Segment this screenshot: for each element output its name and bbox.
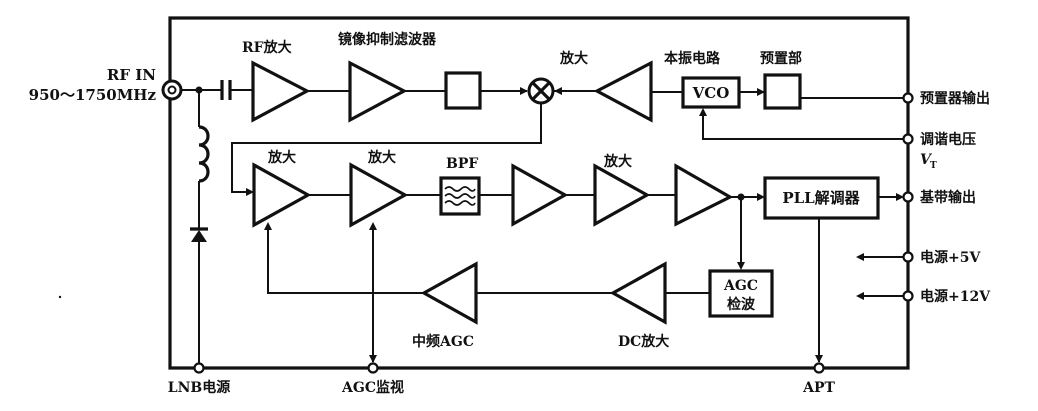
vco-label: VCO: [692, 84, 730, 102]
wire: [267, 228, 424, 294]
dc-amp-triangle: [609, 261, 667, 325]
baseband-out-terminal[interactable]: [902, 191, 914, 203]
power-5v-label: 电源+5V: [920, 249, 981, 266]
tuning-voltage-symbol: V: [920, 152, 933, 168]
arrow-icon: [757, 88, 765, 96]
stray-mark: [58, 295, 62, 299]
capacitor-icon: [220, 80, 232, 100]
module-outline: [168, 16, 910, 370]
arrow-icon: [815, 355, 823, 363]
bpf-waves-icon: [444, 186, 476, 206]
if-agc-triangle: [420, 261, 478, 325]
pll-demod-box: [763, 176, 880, 220]
arrow-icon: [264, 222, 272, 230]
rf-amp-label: RF放大: [242, 39, 292, 56]
arrow-icon: [757, 193, 765, 201]
prescaler-label: 预置部: [760, 50, 802, 67]
arrow-icon: [246, 188, 254, 196]
lnb-power-label: LNB电源: [168, 379, 230, 396]
prescaler-box: [763, 73, 802, 110]
if-amp3-triangle: [511, 163, 569, 227]
rf-in-connector: [161, 79, 183, 101]
mixer-icon: [527, 77, 555, 105]
prescaler-out-terminal[interactable]: [902, 92, 914, 104]
arrow-icon: [699, 108, 707, 116]
dc-amp-label: DC放大: [618, 333, 669, 350]
rf-in-range: 950～1750MHz: [29, 86, 157, 104]
if-amp5-triangle: [674, 163, 734, 227]
tuning-voltage-subscript: T: [930, 161, 937, 171]
if-amp1-triangle: [252, 162, 312, 228]
tuning-voltage-terminal[interactable]: [902, 133, 914, 145]
baseband-out-label: 基带输出: [920, 189, 976, 206]
diode-icon: [190, 227, 208, 242]
arrow-icon: [520, 87, 528, 95]
agc-monitor-label: AGC监视: [341, 379, 404, 396]
arrow-icon: [856, 292, 864, 300]
lo-amp-label: 放大: [559, 50, 588, 67]
inductor-icon: [198, 125, 210, 183]
power-5v-terminal[interactable]: [902, 251, 914, 263]
rf-in-label: RF IN: [107, 66, 156, 84]
agc-detector-box: [708, 269, 774, 318]
arrow-icon: [856, 253, 864, 261]
apt-label: APT: [802, 380, 835, 396]
lo-amp-triangle: [593, 60, 653, 123]
wire: [702, 110, 903, 140]
rf-amp-triangle: [251, 60, 311, 123]
power-12v-terminal[interactable]: [902, 290, 914, 302]
pll-demod-label: PLL解调器: [782, 189, 860, 207]
if-amp4-label: 放大: [603, 153, 632, 170]
image-reject-filter-box: [444, 71, 482, 110]
if-amp4-triangle: [593, 163, 651, 227]
if-amp2-triangle: [349, 162, 409, 228]
arrow-icon: [369, 355, 377, 363]
power-12v-label: 电源+12V: [920, 288, 991, 305]
local-osc-label: 本振电路: [664, 50, 721, 67]
image-filter-amp-triangle: [348, 60, 408, 123]
lnb-power-terminal[interactable]: [193, 362, 205, 374]
if-amp1-label: 放大: [267, 149, 296, 166]
arrow-icon: [369, 222, 377, 230]
bpf-label: BPF: [446, 156, 478, 172]
arrow-icon: [896, 193, 904, 201]
agc-detector-label-line2: 检波: [727, 296, 756, 313]
agc-detector-label-line1: AGC: [723, 278, 758, 294]
arrow-icon: [737, 262, 745, 270]
apt-terminal[interactable]: [813, 362, 825, 374]
if-agc-label: 中频AGC: [412, 333, 474, 350]
agc-monitor-terminal[interactable]: [367, 362, 379, 374]
image-reject-filter-label: 镜像抑制滤波器: [338, 31, 437, 48]
wire: [231, 103, 542, 193]
prescaler-out-label: 预置器输出: [920, 90, 990, 107]
if-amp2-label: 放大: [367, 149, 396, 166]
tuning-voltage-label: 调谐电压: [920, 131, 976, 148]
